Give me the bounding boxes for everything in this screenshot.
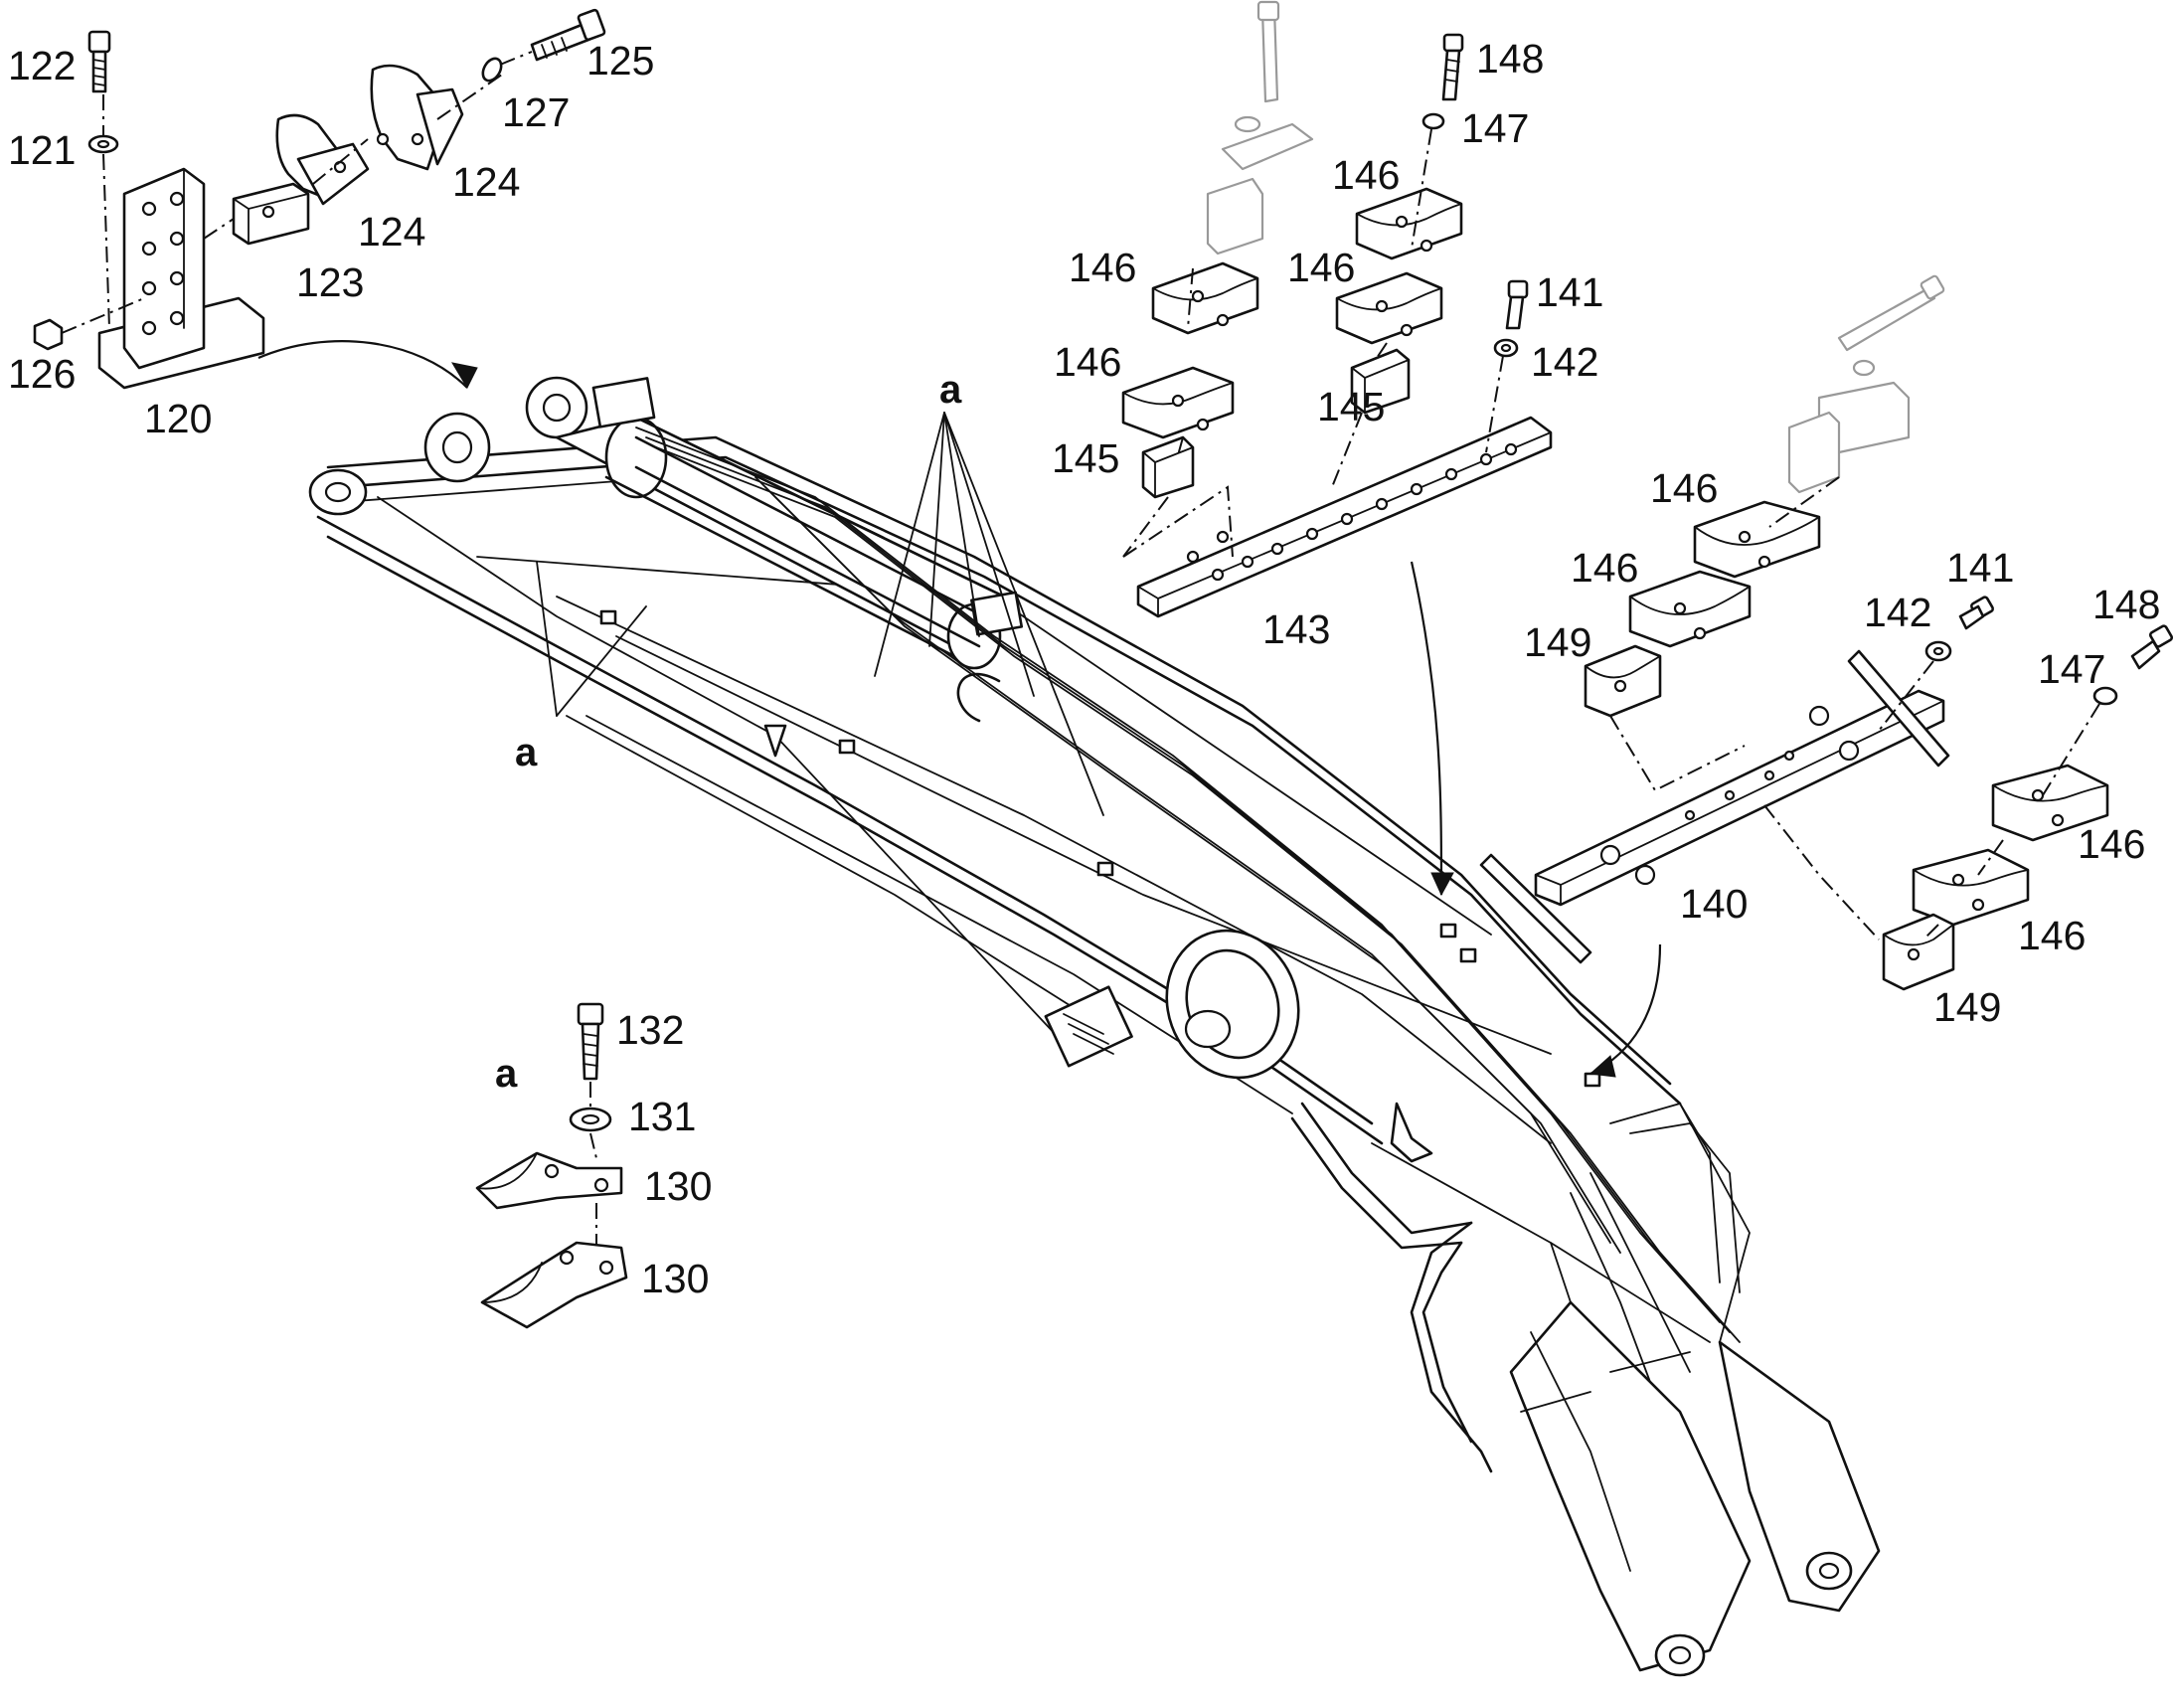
callout-148-right: 148 — [2092, 582, 2160, 627]
callout-122: 122 — [8, 43, 76, 88]
callout-126: 126 — [8, 351, 76, 397]
callout-141-right: 141 — [1946, 545, 2014, 591]
callout-120: 120 — [144, 396, 212, 441]
callout-146-d: 146 — [1054, 339, 1121, 385]
callout-131: 131 — [628, 1094, 696, 1139]
callout-140: 140 — [1680, 881, 1748, 927]
plate-assembly-143 — [1121, 0, 1553, 618]
callout-123: 123 — [296, 259, 364, 305]
callout-146-h: 146 — [2018, 913, 2086, 958]
callout-146-e: 146 — [1650, 465, 1718, 511]
callout-145-right: 145 — [1317, 384, 1385, 429]
callout-146-g: 146 — [2078, 821, 2145, 867]
callout-130-lower: 130 — [641, 1256, 709, 1301]
callout-146-f: 146 — [1571, 545, 1638, 591]
callout-142-top: 142 — [1531, 339, 1598, 385]
marker-a-left: a — [515, 731, 538, 774]
callout-125: 125 — [586, 38, 654, 84]
callout-141-top: 141 — [1536, 269, 1603, 315]
callout-124-upper: 124 — [452, 159, 520, 205]
clamp-assembly-130 — [475, 1002, 628, 1329]
callout-146-c: 146 — [1287, 245, 1355, 290]
callout-147-top: 147 — [1461, 105, 1529, 151]
marker-a-detail: a — [495, 1052, 518, 1096]
assembly-arrows — [257, 340, 1662, 1078]
callout-149-top: 149 — [1524, 619, 1591, 665]
callout-124-lower: 124 — [358, 209, 425, 255]
callout-127: 127 — [502, 89, 570, 135]
hydraulic-cylinder — [555, 377, 1024, 670]
callout-149-bottom: 149 — [1933, 984, 2001, 1030]
bracket-assembly-120 — [33, 8, 606, 390]
callout-147-right: 147 — [2038, 646, 2105, 692]
callout-143: 143 — [1262, 606, 1330, 652]
plate-assembly-140 — [1479, 274, 2173, 991]
callout-142-right: 142 — [1864, 590, 1931, 635]
callout-145-left: 145 — [1052, 435, 1119, 481]
callout-148-top: 148 — [1476, 36, 1544, 82]
callout-121: 121 — [8, 127, 76, 173]
marker-a-top: a — [939, 368, 962, 412]
callout-146-a: 146 — [1332, 152, 1400, 198]
callout-132: 132 — [616, 1007, 684, 1053]
callout-146-b: 146 — [1069, 245, 1136, 290]
boom-details — [599, 609, 1601, 1163]
hydraulic-lines — [377, 427, 1741, 1473]
boom-assembly — [308, 376, 1881, 1677]
callout-130-upper: 130 — [644, 1163, 712, 1209]
callout-labels: 122 121 126 120 123 124 124 127 125 148 … — [8, 36, 2160, 1301]
